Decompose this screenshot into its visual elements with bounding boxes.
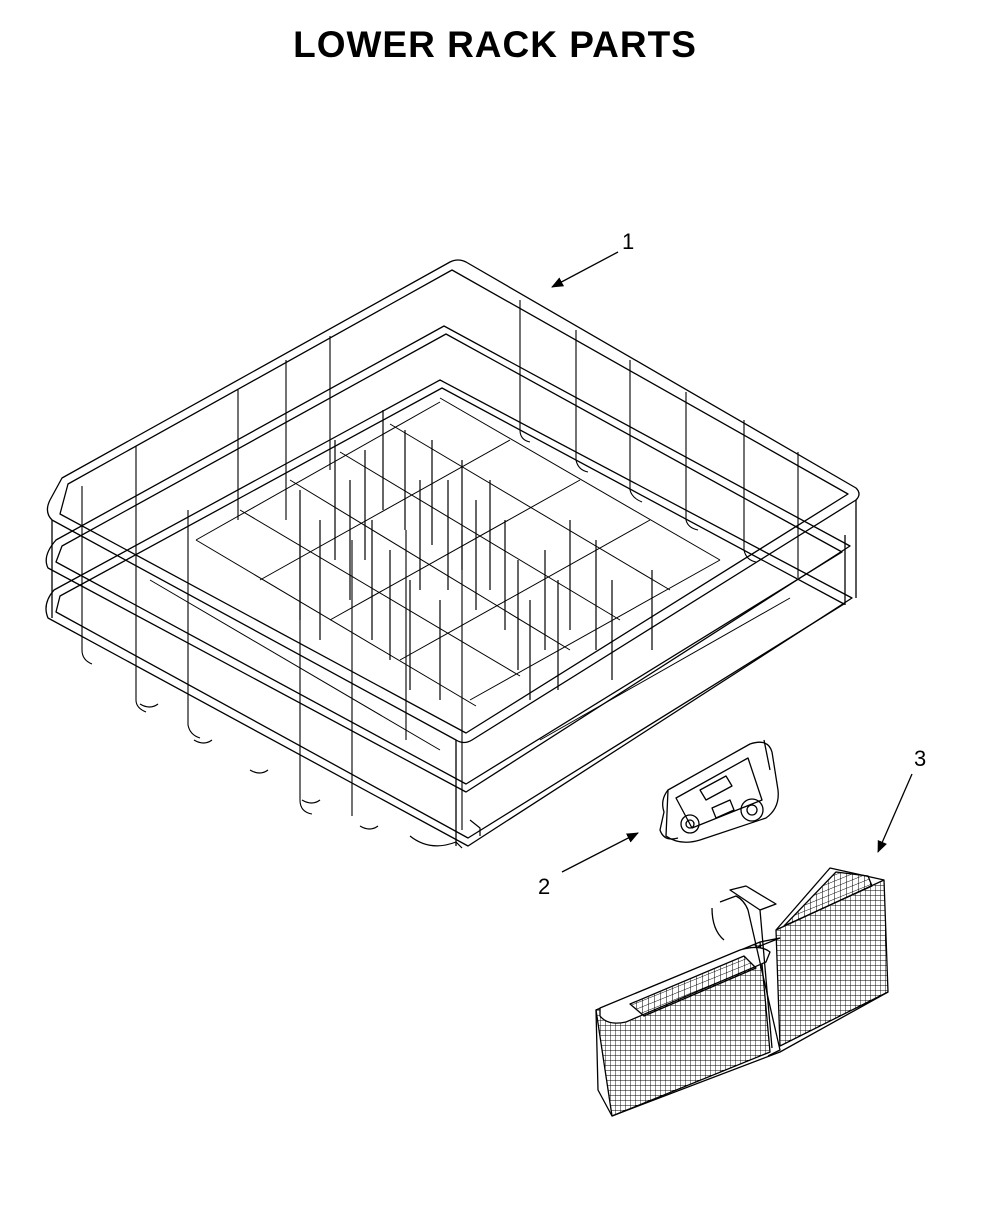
page-title: LOWER RACK PARTS bbox=[293, 24, 697, 65]
silverware-basket bbox=[595, 867, 889, 1117]
callout-number-2: 2 bbox=[538, 874, 551, 899]
basket-front-grid bbox=[629, 955, 757, 1017]
callout-number-1: 1 bbox=[622, 229, 635, 254]
rack-lower-rim bbox=[45, 379, 853, 847]
lower-rack bbox=[45, 259, 860, 849]
basket-handle bbox=[719, 895, 781, 1057]
callout-arrow-1 bbox=[551, 251, 619, 288]
callout-arrow-3 bbox=[877, 773, 913, 853]
rack-wheel-bracket bbox=[659, 739, 779, 843]
rack-tines bbox=[299, 410, 653, 700]
callout-number-3: 3 bbox=[914, 746, 927, 771]
callout-arrows bbox=[551, 251, 913, 873]
rack-top-rim bbox=[46, 259, 860, 744]
basket-back-section bbox=[775, 879, 889, 1047]
rack-bottom-grid bbox=[149, 397, 791, 751]
rack-side-wires-left bbox=[81, 336, 463, 830]
rack-top-rim-inner bbox=[59, 269, 849, 734]
rack-wheels bbox=[139, 703, 481, 849]
rack-side-wires-right bbox=[519, 300, 799, 578]
callout-arrow-2 bbox=[561, 832, 639, 873]
